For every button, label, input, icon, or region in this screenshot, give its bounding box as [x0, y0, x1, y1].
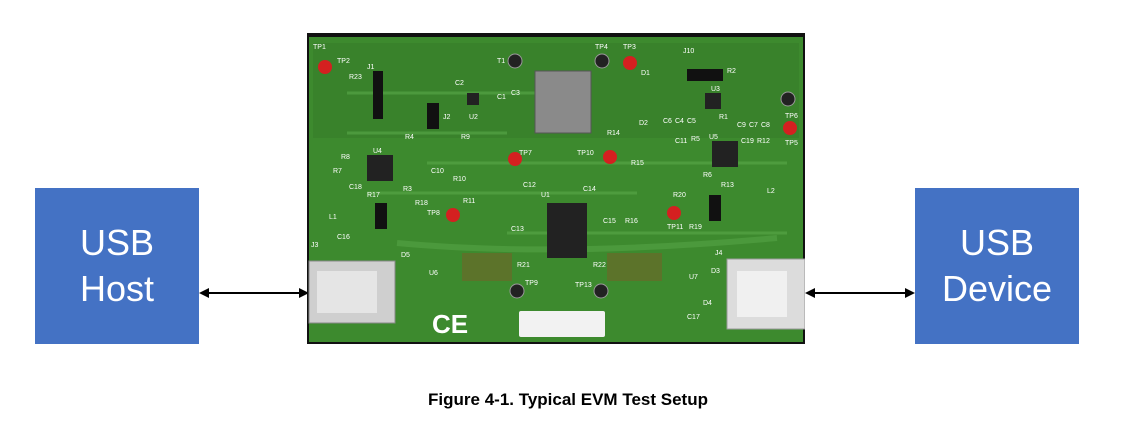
- label-c12: C12: [523, 182, 536, 189]
- label-j4: J4: [715, 250, 723, 257]
- label-r6: R6: [703, 172, 712, 179]
- usb-device-line1: USB: [959, 222, 1034, 263]
- label-l1: L1: [329, 214, 337, 221]
- label-d4: D4: [703, 300, 712, 307]
- label-r15: R15: [631, 160, 644, 167]
- label-r9: R9: [461, 134, 470, 141]
- usb-host-line2: Host: [79, 268, 155, 309]
- figure-caption: Figure 4-1. Typical EVM Test Setup: [428, 390, 708, 409]
- label-u4: U4: [373, 148, 382, 155]
- label-r7: R7: [333, 168, 342, 175]
- label-r1: R1: [719, 114, 728, 121]
- label-r2: R2: [727, 68, 736, 75]
- label-j2: J2: [443, 114, 451, 121]
- label-tp5: TP5: [785, 140, 798, 147]
- label-tp3: TP3: [623, 44, 636, 51]
- label-r18: R18: [415, 200, 428, 207]
- usb-device-box: USB Device: [915, 188, 1079, 344]
- label-r23: R23: [349, 74, 362, 81]
- label-d2: D2: [639, 120, 648, 127]
- label-tp13: TP13: [575, 282, 592, 289]
- usb-host-box: USB Host: [35, 188, 199, 344]
- label-j3: J3: [311, 242, 319, 249]
- label-tp6: TP6: [785, 113, 798, 120]
- label-r8: R8: [341, 154, 350, 161]
- label-c19: C19: [741, 138, 754, 145]
- label-tp2: TP2: [337, 58, 350, 65]
- label-c18: C18: [349, 184, 362, 191]
- label-tp1: TP1: [313, 44, 326, 51]
- label-r14: R14: [607, 130, 620, 137]
- label-r11: R11: [463, 198, 475, 205]
- label-j1: J1: [367, 64, 375, 71]
- evm-board-image: CE TP1 TP2 TP3 TP4 TP5 TP6 TP7 TP8 TP9 T…: [307, 33, 805, 344]
- label-t1: T1: [497, 58, 505, 65]
- label-d3: D3: [711, 268, 720, 275]
- label-u3: U3: [711, 86, 720, 93]
- board-device-arrow: [805, 288, 915, 298]
- label-c9: C9: [737, 122, 746, 129]
- label-tp8: TP8: [427, 210, 440, 217]
- label-r17: R17: [367, 192, 380, 199]
- label-c15: C15: [603, 218, 616, 225]
- label-r16: R16: [625, 218, 638, 225]
- label-c5: C5: [687, 118, 696, 125]
- label-r5: R5: [691, 136, 700, 143]
- label-c7: C7: [749, 122, 758, 129]
- label-j10: J10: [683, 48, 694, 55]
- label-c16: C16: [337, 234, 350, 241]
- label-r22: R22: [593, 262, 606, 269]
- label-u7: U7: [689, 274, 698, 281]
- label-r20: R20: [673, 192, 686, 199]
- host-board-arrow: [199, 288, 309, 298]
- label-r21: R21: [517, 262, 530, 269]
- label-u5: U5: [709, 134, 718, 141]
- label-c2: C2: [455, 80, 464, 87]
- label-r19: R19: [689, 224, 702, 231]
- label-r12: R12: [757, 138, 770, 145]
- label-tp10: TP10: [577, 150, 594, 157]
- label-c4: C4: [675, 118, 684, 125]
- label-c13: C13: [511, 226, 524, 233]
- label-c11: C11: [675, 138, 687, 145]
- label-c8: C8: [761, 122, 770, 129]
- label-c3: C3: [511, 90, 520, 97]
- label-r13: R13: [721, 182, 734, 189]
- usb-device-line2: Device: [941, 268, 1053, 309]
- label-u2: U2: [469, 114, 478, 121]
- label-c14: C14: [583, 186, 596, 193]
- label-tp9: TP9: [525, 280, 538, 287]
- label-c1: C1: [497, 94, 506, 101]
- label-c6: C6: [663, 118, 672, 125]
- label-r4: R4: [405, 134, 414, 141]
- label-tp7: TP7: [519, 150, 532, 157]
- usb-host-line1: USB: [79, 222, 155, 263]
- label-r3: R3: [403, 186, 412, 193]
- label-d1: D1: [641, 70, 650, 77]
- label-u6: U6: [429, 270, 438, 277]
- label-c10: C10: [431, 168, 444, 175]
- label-tp11: TP11: [667, 224, 683, 231]
- label-c17: C17: [687, 314, 700, 321]
- label-tp4: TP4: [595, 44, 608, 51]
- label-d5: D5: [401, 252, 410, 259]
- label-u1: U1: [541, 192, 550, 199]
- label-l2: L2: [767, 188, 775, 195]
- label-r10: R10: [453, 176, 466, 183]
- svg-text:CE: CE: [432, 309, 468, 339]
